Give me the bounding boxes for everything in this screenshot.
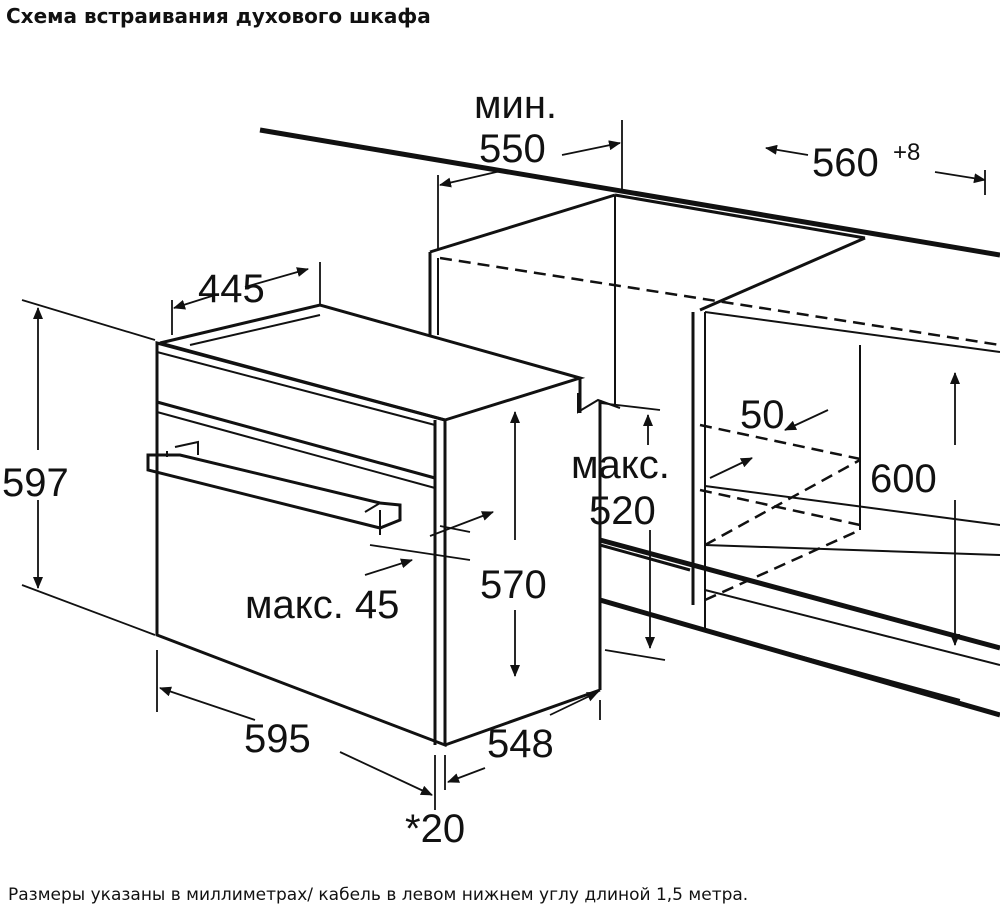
- body-height-label: 570: [480, 563, 547, 607]
- max-520-label: 520: [589, 489, 656, 533]
- page-title: Схема встраивания духового шкафа: [6, 4, 431, 28]
- footnote: Размеры указаны в миллиметрах/ кабель в …: [8, 885, 749, 905]
- oven-width-label: 595: [244, 717, 311, 761]
- cabinet-niche: [259, 127, 1000, 718]
- niche-width-tolerance: +8: [893, 139, 920, 166]
- niche-depth-min-value: 550: [479, 127, 546, 171]
- niche-depth-min-label: мин.: [474, 83, 557, 127]
- max-label: макс.: [571, 443, 670, 487]
- dimension-lines: [21, 120, 986, 810]
- oven-depth-label: 548: [487, 722, 554, 766]
- ventilation-gap-label: 50: [740, 393, 785, 437]
- niche-width-base: 560: [812, 141, 879, 185]
- oven: [146, 303, 602, 748]
- niche-height-label: 600: [870, 457, 937, 501]
- front-overhang-label: макс. 45: [245, 583, 399, 627]
- front-thickness-label: *20: [405, 807, 465, 851]
- oven-height-label: 597: [2, 461, 69, 505]
- front-depth-top-label: 445: [198, 267, 265, 311]
